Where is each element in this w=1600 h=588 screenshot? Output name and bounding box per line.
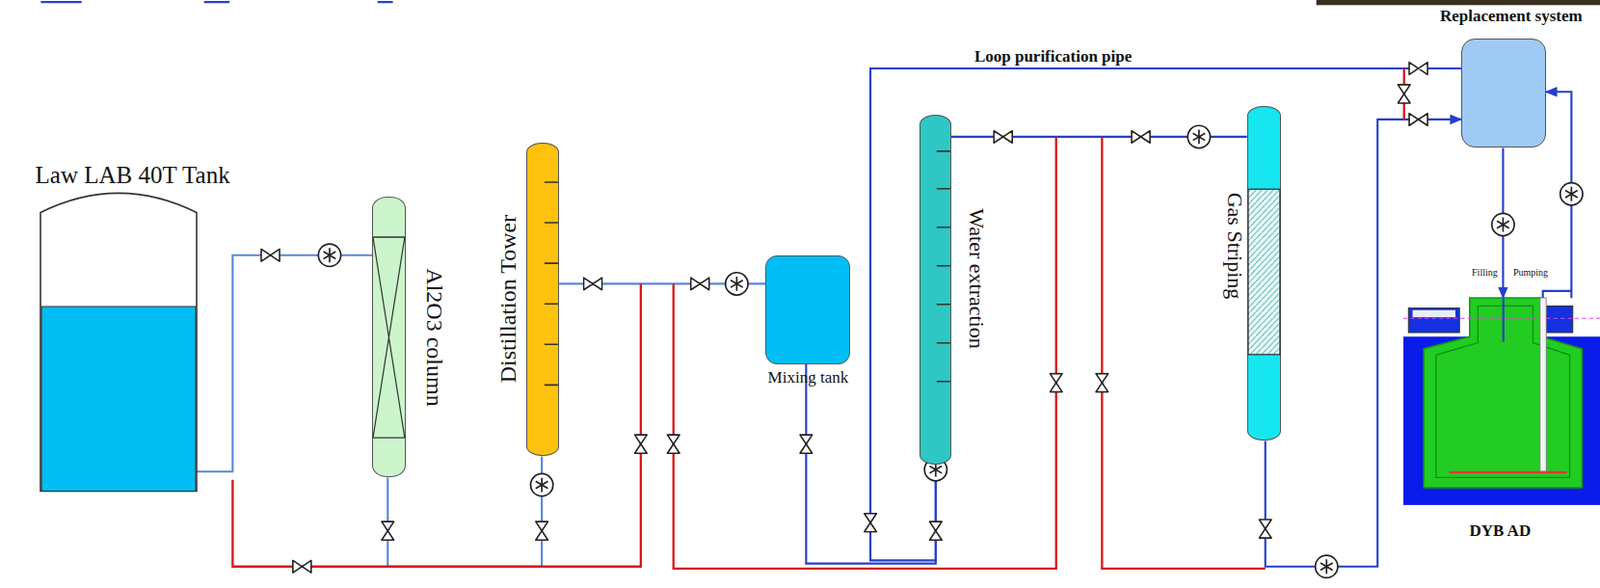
extraction-column-drawing: [920, 115, 951, 464]
replacement-tank: Replacement system: [1461, 38, 1547, 148]
adsorption-column-drawing: [373, 197, 405, 477]
photo-fragment: [1316, 0, 1600, 5]
equipment-label: Mixing tank: [768, 368, 850, 387]
valve-symbol: [1258, 519, 1272, 538]
valve-symbol: [800, 434, 813, 454]
pipe-connector: [387, 455, 542, 566]
valve-symbol: [1409, 113, 1428, 127]
valve-symbol: [293, 560, 312, 573]
valve-symbol: [864, 513, 878, 533]
pump-symbol: [1560, 183, 1583, 206]
equipment-label: Water extraction: [964, 208, 988, 348]
mixing-tank: Mixing tank: [765, 255, 851, 365]
pump-symbol: [1492, 213, 1515, 236]
bypass-pipe: [673, 136, 1057, 569]
valve-symbol: [1397, 84, 1411, 104]
valve-symbol: [1049, 373, 1063, 393]
link-fragment: [40, 0, 393, 3]
valve-symbol: [584, 277, 603, 291]
port-label: Filling: [1471, 266, 1498, 277]
pipe-connector: [870, 68, 1462, 560]
valve-symbol: [261, 248, 280, 262]
stripping-column-drawing: [1248, 106, 1280, 440]
pump-symbol: [1187, 125, 1210, 148]
valve-symbol: [929, 521, 942, 540]
valve-symbol: [381, 521, 395, 540]
pipe-stub: [1543, 291, 1573, 307]
valve-symbol: [691, 277, 710, 291]
antineutrino-detector-drawing: [1403, 297, 1600, 506]
valve-symbol: [1131, 131, 1150, 144]
equipment-label: Al2O3 column: [422, 268, 448, 407]
distillation-tower-drawing: [527, 143, 559, 455]
equipment-label: DYB AD: [1468, 522, 1531, 541]
extraction-column: Water extraction: [919, 114, 952, 465]
equipment-label: Law LAB 40T Tank: [35, 161, 231, 189]
valve-symbol: [1409, 62, 1428, 76]
distillation-tower: Distillation Tower: [526, 142, 560, 456]
adsorption-column: Al2O3 column: [372, 196, 406, 478]
pipe-connector: [196, 255, 373, 473]
equipment-label: Distillation Tower: [495, 214, 521, 384]
valve-symbol: [993, 131, 1013, 144]
valve-symbol: [666, 434, 680, 454]
bypass-pipe: [1101, 136, 1265, 569]
storage-tank: Law LAB 40T Tank: [40, 186, 197, 493]
equipment-label: Gas Striping: [1223, 192, 1247, 300]
pump-symbol: [318, 243, 341, 267]
pipe-label: Loop purification pipe: [974, 48, 1132, 67]
valve-symbol: [634, 434, 647, 454]
equipment-label: Replacement system: [1440, 7, 1583, 27]
storage-tank-drawing: [40, 186, 197, 493]
antineutrino-detector: DYB AD: [1403, 297, 1600, 506]
port-label: Pumping: [1513, 266, 1548, 277]
stripping-column: Gas Striping: [1247, 106, 1281, 441]
pump-symbol: [531, 473, 554, 496]
pump-symbol: [725, 272, 748, 295]
valve-symbol: [1095, 373, 1109, 393]
pump-symbol: [1315, 555, 1338, 578]
valve-symbol: [535, 521, 549, 540]
